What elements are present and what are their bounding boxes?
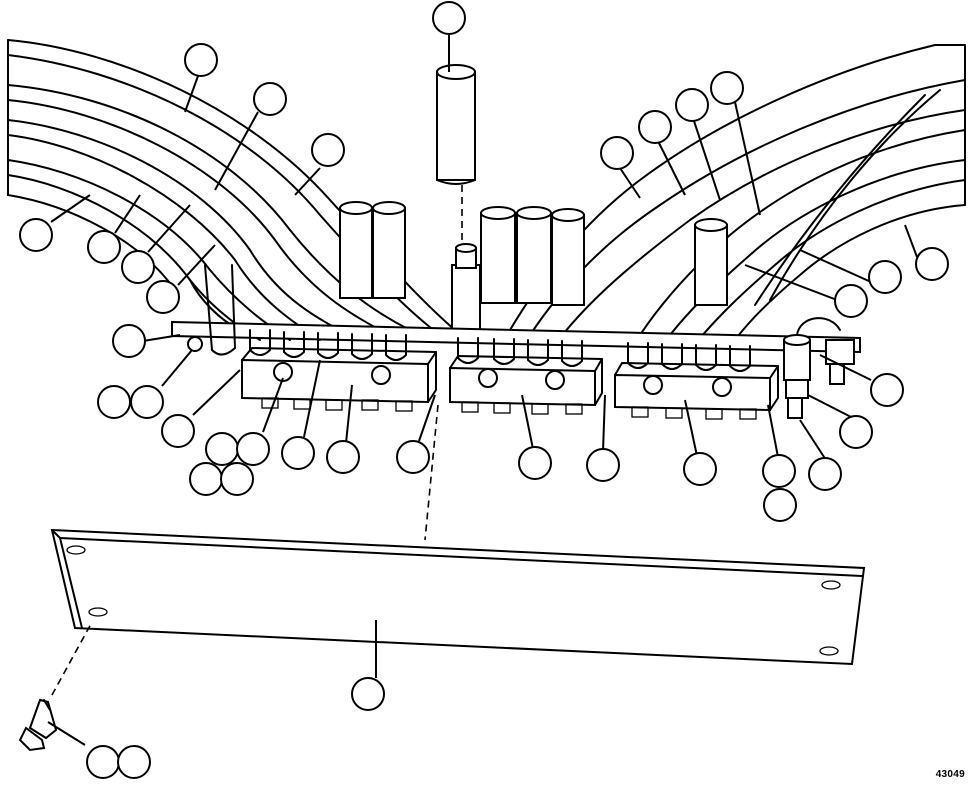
callout bbox=[117, 745, 151, 779]
callout bbox=[87, 230, 121, 264]
callout bbox=[683, 452, 717, 486]
callout bbox=[326, 440, 360, 474]
callout bbox=[808, 457, 842, 491]
manifold-nuts bbox=[187, 336, 757, 420]
figure-number: 43049 bbox=[935, 769, 965, 780]
callout bbox=[396, 440, 430, 474]
cylinders-left bbox=[339, 201, 406, 299]
callout bbox=[130, 385, 164, 419]
callout bbox=[915, 247, 949, 281]
manifold-block-left bbox=[241, 347, 437, 404]
sensor-switch bbox=[783, 317, 855, 419]
center-fitting bbox=[451, 243, 481, 336]
bolt bbox=[18, 698, 58, 752]
callout bbox=[600, 136, 634, 170]
manifold-block-right bbox=[614, 362, 779, 412]
callout bbox=[834, 284, 868, 318]
callout bbox=[220, 462, 254, 496]
callout bbox=[253, 82, 287, 116]
callout bbox=[518, 446, 552, 480]
callout bbox=[281, 436, 315, 470]
mounting-bracket bbox=[171, 320, 861, 354]
callout bbox=[146, 280, 180, 314]
cover-plate bbox=[50, 528, 866, 666]
leader-lines bbox=[47, 34, 918, 746]
cylinders-center bbox=[480, 206, 585, 306]
callout bbox=[121, 250, 155, 284]
callout bbox=[19, 218, 53, 252]
callout bbox=[868, 260, 902, 294]
callout bbox=[638, 110, 672, 144]
callout bbox=[870, 373, 904, 407]
hose-bundle-left bbox=[7, 39, 456, 341]
callouts bbox=[19, 1, 949, 779]
callout bbox=[189, 462, 223, 496]
callout bbox=[205, 432, 239, 466]
callout bbox=[184, 43, 218, 77]
callout bbox=[432, 1, 466, 35]
callout bbox=[112, 324, 146, 358]
callout bbox=[839, 415, 873, 449]
callout bbox=[710, 71, 744, 105]
callout bbox=[675, 88, 709, 122]
callout bbox=[763, 488, 797, 522]
callout bbox=[311, 133, 345, 167]
callout bbox=[97, 385, 131, 419]
cylinder-plug bbox=[436, 64, 476, 185]
hose-fittings bbox=[204, 264, 751, 372]
callout bbox=[762, 454, 796, 488]
callout bbox=[586, 448, 620, 482]
callout bbox=[351, 677, 385, 711]
callout bbox=[236, 432, 270, 466]
callout bbox=[86, 745, 120, 779]
callout bbox=[161, 414, 195, 448]
cylinders-right bbox=[694, 218, 728, 306]
